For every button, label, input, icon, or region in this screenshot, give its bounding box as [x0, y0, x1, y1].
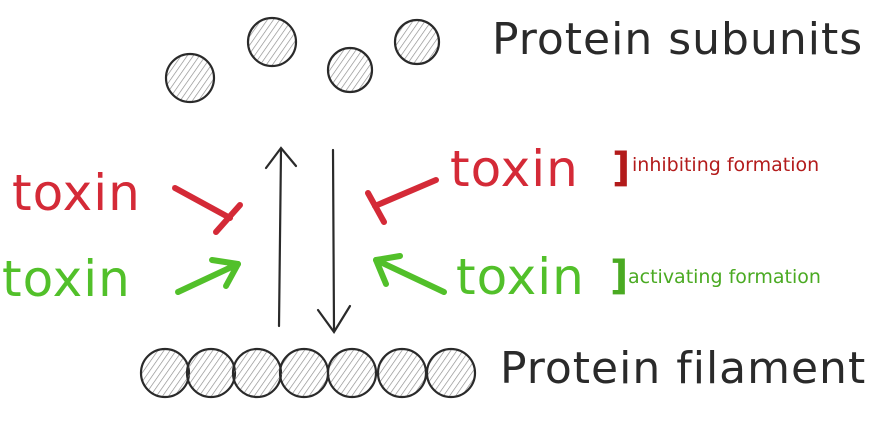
- protein-filament: [139, 347, 477, 399]
- protein-subunits: [164, 16, 441, 104]
- disassembly-arrow-down: [316, 148, 352, 334]
- subunit-circle: [164, 52, 216, 104]
- filament-circle: [425, 347, 477, 399]
- filament-circle: [139, 347, 191, 399]
- activate-arrow-left: [175, 257, 241, 295]
- activate-note-label: activating formation: [628, 266, 821, 288]
- assembly-arrow-up: [264, 146, 298, 328]
- filament-circle: [185, 347, 237, 399]
- inhibit-bracket: ]: [612, 145, 631, 191]
- subunit-circle: [246, 16, 298, 68]
- inhibit-note-label: inhibiting formation: [632, 154, 820, 176]
- inhibit-arrow-right: [365, 177, 439, 225]
- filament-circle: [231, 347, 283, 399]
- activate-arrow-right: [373, 253, 447, 295]
- filament-circle: [376, 347, 428, 399]
- toxin-inhibit-left-label: toxin: [12, 164, 141, 222]
- toxin-inhibit-right-label: toxin: [450, 140, 579, 198]
- activate-bracket: ]: [610, 253, 629, 299]
- toxin-activate-left-label: toxin: [2, 250, 131, 308]
- inhibit-arrow-left: [172, 185, 243, 235]
- subunit-circle: [326, 46, 374, 94]
- subunit-circle: [393, 18, 441, 66]
- filament-circle: [278, 347, 330, 399]
- filament-circle: [326, 347, 378, 399]
- toxin-activate-right-label: toxin: [456, 248, 585, 306]
- protein-filament-label: Protein filament: [500, 343, 867, 394]
- protein-subunits-label: Protein subunits: [492, 14, 864, 65]
